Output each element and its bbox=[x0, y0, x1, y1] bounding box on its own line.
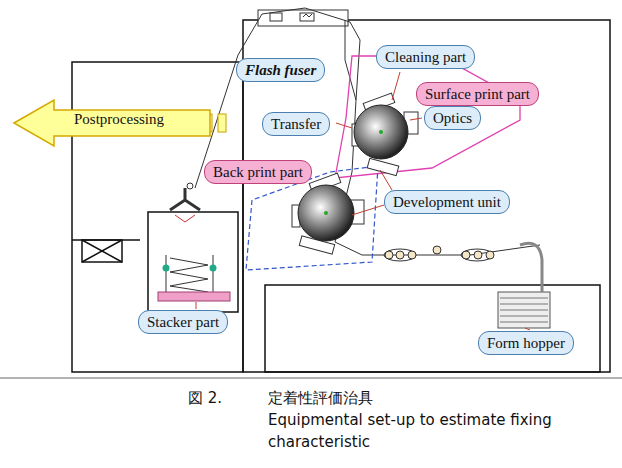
caption-english: Equipmental set-up to estimate fixing ch… bbox=[268, 409, 613, 453]
part-callout: Stacker part bbox=[138, 310, 228, 334]
callout-text: Surface print part bbox=[425, 86, 530, 102]
part-callout: Development unit bbox=[384, 190, 510, 214]
part-callout: Transfer bbox=[262, 112, 330, 136]
callout-text: Cleaning part bbox=[385, 49, 466, 65]
callout-text: Form hopper bbox=[487, 335, 565, 351]
callout-text: Back print part bbox=[213, 164, 303, 180]
callout-text: Postprocessing bbox=[74, 111, 164, 128]
callout-text: Optics bbox=[433, 110, 472, 126]
output-arrow: Postprocessing bbox=[12, 98, 212, 148]
callout-text: Transfer bbox=[271, 116, 321, 132]
callout-text: Development unit bbox=[393, 194, 501, 210]
figure-number: 図 2. bbox=[188, 389, 222, 408]
part-callout: Optics bbox=[424, 106, 481, 130]
region-callout: Surface print part bbox=[416, 82, 539, 106]
part-callout: Form hopper bbox=[478, 331, 574, 355]
caption: 定着性評価治具 bbox=[268, 389, 373, 408]
part-callout: Cleaning part bbox=[376, 45, 475, 69]
callout-text: Stacker part bbox=[147, 314, 219, 330]
callout-text: Flash fuser bbox=[245, 62, 316, 78]
fuser-callout: Flash fuser bbox=[236, 58, 325, 82]
region-callout: Back print part bbox=[204, 160, 312, 184]
